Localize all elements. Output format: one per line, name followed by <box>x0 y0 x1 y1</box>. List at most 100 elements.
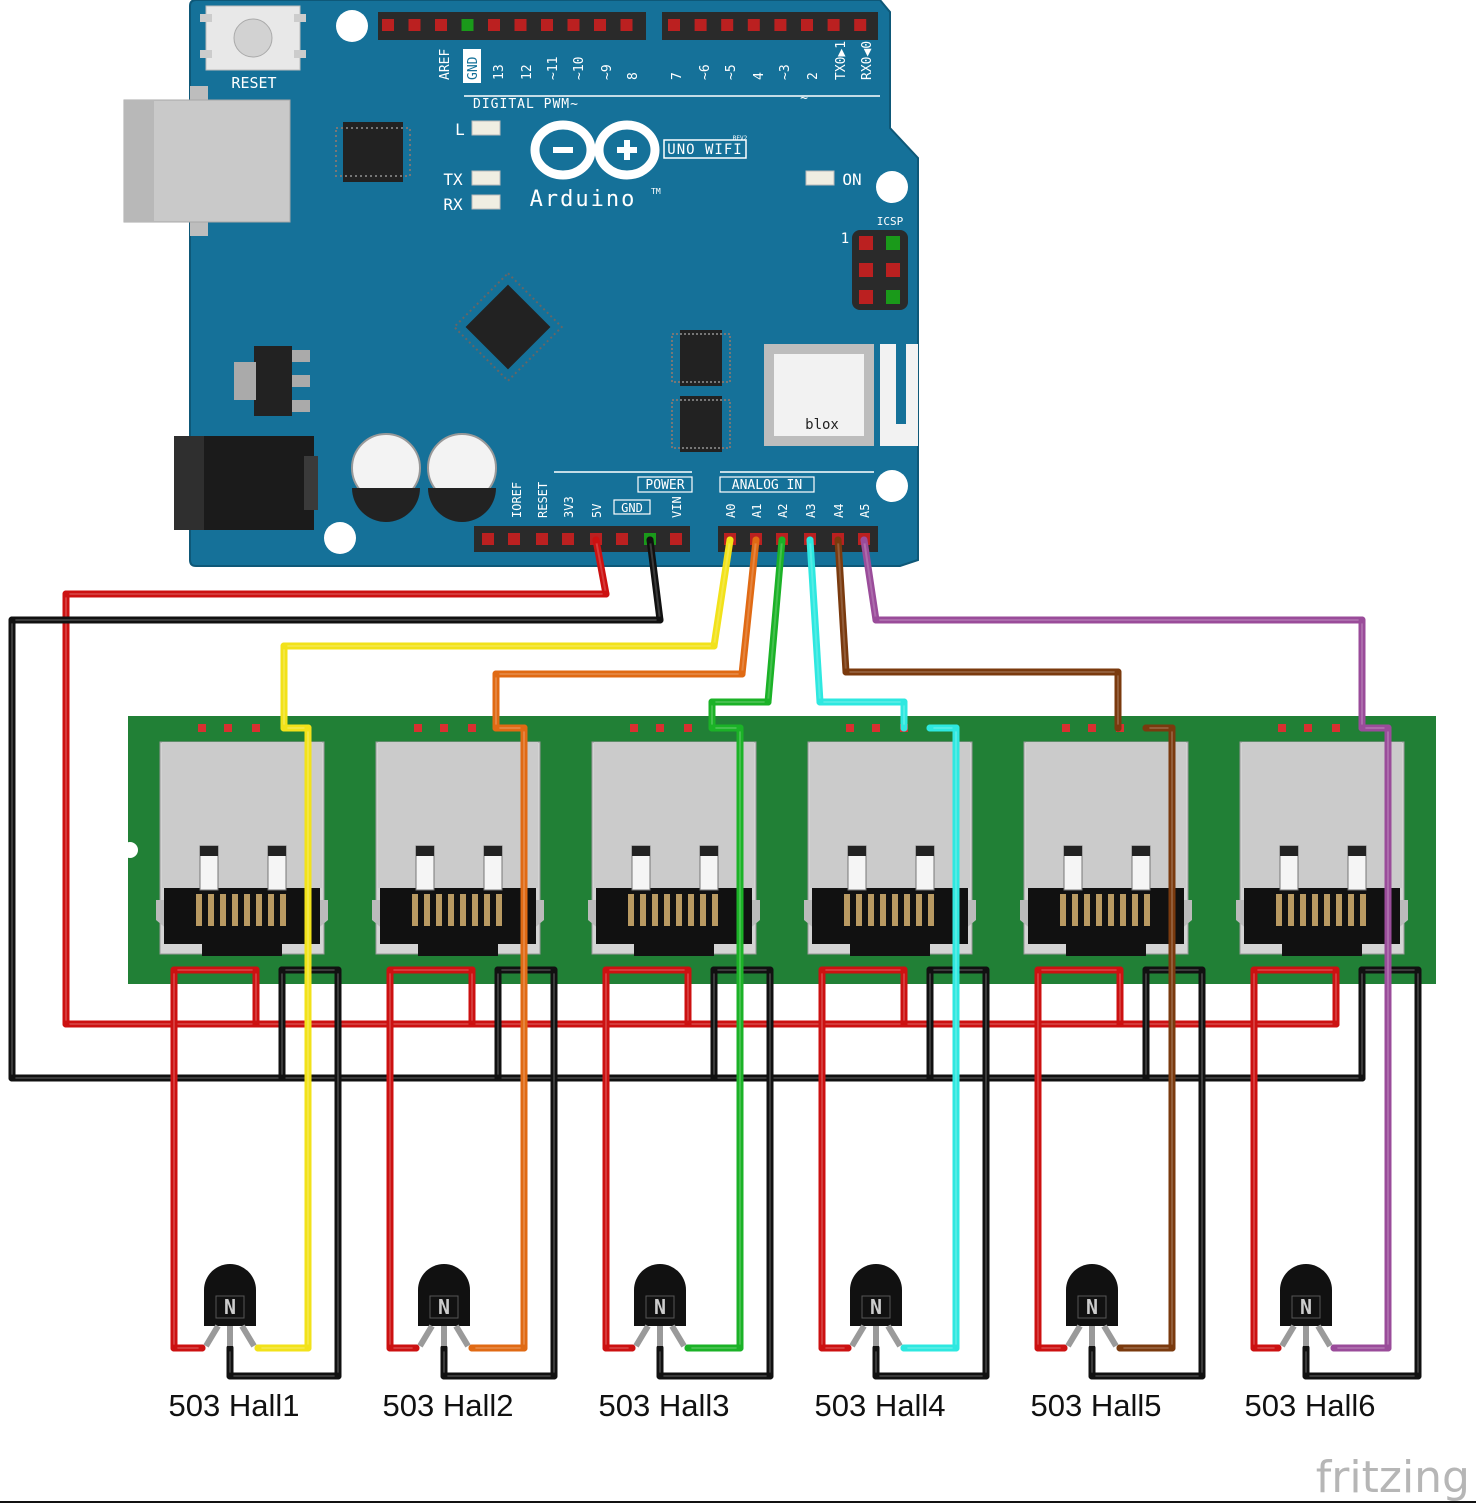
wire-bend <box>468 1344 476 1352</box>
wire-bend <box>1332 1020 1340 1028</box>
rj45-jack <box>804 724 976 956</box>
digital-pin-label: 8 <box>626 72 641 80</box>
digital-header <box>378 12 878 40</box>
header-pin <box>594 19 606 31</box>
analog-pin-label: A0 <box>724 504 738 518</box>
wire <box>602 966 692 1352</box>
header-pin <box>747 19 760 31</box>
pwm-tilde-mark: ~ <box>800 91 808 106</box>
header-pin <box>435 19 447 31</box>
header-pin <box>827 19 840 31</box>
wire-highlight <box>837 539 1119 729</box>
wire-bend <box>252 966 260 974</box>
wire-bend <box>1250 966 1258 974</box>
wire-bend <box>1142 724 1150 732</box>
small-ic <box>671 396 731 452</box>
led-tx <box>471 170 501 186</box>
rj45-jack-row <box>156 724 1408 956</box>
wire-bend <box>952 724 960 732</box>
wire-bend <box>766 1372 774 1380</box>
sensor-label: 503 Hall2 <box>383 1388 514 1423</box>
fritzing-watermark: fritzing <box>1316 1452 1470 1503</box>
wire-bend <box>710 966 718 974</box>
wire-bend <box>592 536 600 544</box>
header-pin <box>854 19 867 31</box>
rj45-breakout-board <box>122 716 1436 984</box>
header-pin <box>488 19 500 31</box>
wire-highlight <box>809 539 905 729</box>
wire-bend <box>818 1344 826 1352</box>
wire-bend <box>842 668 850 676</box>
trademark-mark: TM <box>651 187 661 196</box>
wire-bend <box>1088 1372 1096 1380</box>
arduino-infinity-logo <box>530 120 660 180</box>
digital-pin-label: GND <box>466 56 481 80</box>
mounting-hole <box>876 470 908 502</box>
wire-bend <box>170 966 178 974</box>
wire-bend <box>412 1344 420 1352</box>
wire-bend <box>334 1372 342 1380</box>
wire-bend <box>280 724 288 732</box>
wifi-module-label: blox <box>805 417 839 433</box>
reset-button[interactable] <box>200 5 306 71</box>
wire-bend <box>62 590 70 598</box>
header-pin <box>616 533 628 545</box>
digital-pin-row <box>382 19 867 31</box>
digital-pin-label: 4 <box>752 72 767 80</box>
revision-label: REV2 <box>733 135 748 142</box>
sensor-polarity-mark: N <box>224 1295 236 1319</box>
wire-bend <box>1168 724 1176 732</box>
wire-bend <box>1358 966 1366 974</box>
wire-bend <box>844 1344 852 1352</box>
wire-bend <box>1302 1344 1310 1352</box>
wire <box>170 966 260 1352</box>
header-pin <box>514 19 527 31</box>
wire-bend <box>1302 1372 1310 1380</box>
wire-bend <box>1198 966 1206 974</box>
wire-bend <box>550 1372 558 1380</box>
wire-bend <box>982 1372 990 1380</box>
capacitor <box>427 433 497 522</box>
sensor-polarity-mark: N <box>654 1295 666 1319</box>
wire-bend <box>926 724 934 732</box>
wire-highlight <box>283 539 731 729</box>
mounting-hole <box>324 522 356 554</box>
wire-bend <box>816 698 824 706</box>
usb-b-connector <box>123 86 291 236</box>
wire-bend <box>170 1344 178 1352</box>
wire-highlight <box>1037 969 1121 1349</box>
header-pin <box>620 19 633 31</box>
wire-bend <box>1034 966 1042 974</box>
wire-bend <box>708 724 716 732</box>
wire-bend <box>1358 1074 1366 1082</box>
wire-bend <box>872 1372 880 1380</box>
wire-bend <box>1116 1344 1124 1352</box>
power-pin-label: 5V <box>590 504 604 518</box>
wire-bend <box>710 642 718 650</box>
wire-bend <box>1250 1344 1258 1352</box>
wire-bend <box>602 590 610 598</box>
power-header-label: POWER <box>645 478 684 493</box>
wire-bend <box>468 1020 476 1028</box>
wire-bend <box>386 1344 394 1352</box>
wire-bend <box>494 966 502 974</box>
wire-bend <box>1198 1372 1206 1380</box>
dc-power-jack <box>174 436 318 530</box>
wire-bend <box>8 1074 16 1082</box>
wire-bend <box>900 724 908 732</box>
wire-bend <box>226 1372 234 1380</box>
wire-bend <box>710 1074 718 1082</box>
digital-pin-label: ~5 <box>724 64 739 80</box>
wire-bend <box>1088 1344 1096 1352</box>
wire-bend <box>684 1344 692 1352</box>
wire-bend <box>872 1344 880 1352</box>
wire-bend <box>254 1344 262 1352</box>
wire-bend <box>278 1074 286 1082</box>
wire-highlight <box>821 969 905 1349</box>
led-tx-label: TX <box>443 170 463 189</box>
